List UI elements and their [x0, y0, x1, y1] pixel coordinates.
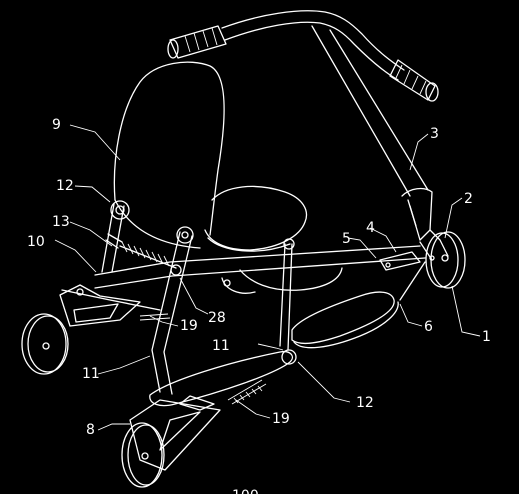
label-12-bottom: 12: [356, 395, 374, 411]
handlebar: [167, 10, 439, 102]
label-13: 13: [52, 214, 70, 230]
left-pedal-arm: [151, 226, 194, 395]
front-wheel: [419, 229, 466, 289]
right-pedal-arm: [279, 238, 297, 365]
seat-back: [113, 61, 225, 249]
right-foot-board: [291, 261, 426, 349]
label-12-top: 12: [56, 178, 74, 194]
label-10: 10: [27, 234, 45, 250]
seat-post-and-spring: [101, 200, 182, 276]
label-19-lower: 19: [272, 411, 290, 427]
seat-cushion: [204, 185, 308, 252]
label-19-upper: 19: [180, 318, 198, 334]
label-3: 3: [430, 126, 439, 142]
label-11-left: 11: [82, 366, 100, 382]
label-100: 100: [232, 488, 259, 494]
label-9: 9: [52, 117, 61, 133]
frame: [94, 245, 435, 294]
rear-right-wheel: [21, 284, 171, 375]
rear-left-wheel: [121, 399, 221, 488]
label-11-right: 11: [212, 338, 230, 354]
label-1: 1: [482, 329, 491, 345]
label-2: 2: [464, 191, 473, 207]
label-4: 4: [366, 220, 375, 236]
label-6: 6: [424, 319, 433, 335]
leader-lines: [54, 124, 481, 431]
steering-column: [311, 25, 433, 241]
label-28: 28: [208, 310, 226, 326]
reference-numerals: 9 12 13 10 3 2 4 5 1 6 28 19 11 11 12 19…: [27, 117, 491, 494]
label-5: 5: [342, 231, 351, 247]
label-8: 8: [86, 422, 95, 438]
